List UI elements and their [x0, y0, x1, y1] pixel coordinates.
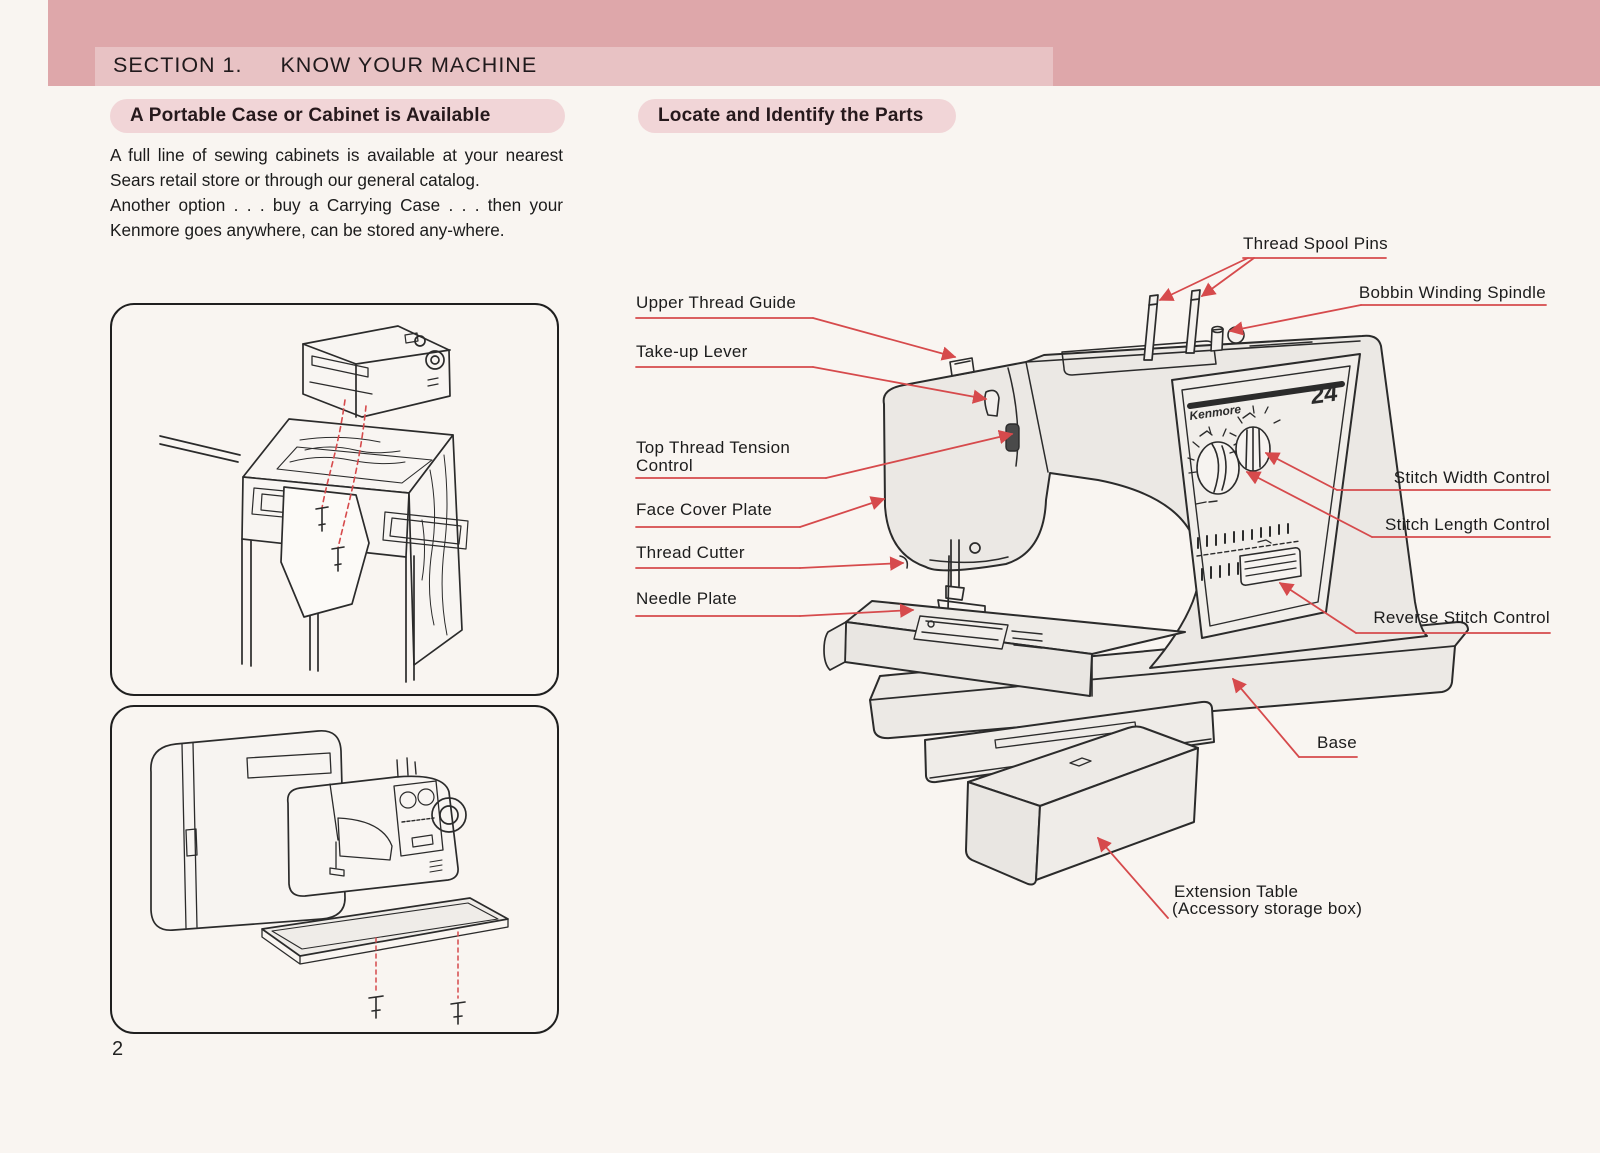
reverse-button: [1239, 539, 1302, 586]
paragraph-cabinets: A full line of sewing cabinets is availa…: [110, 145, 563, 190]
tension-control-part: [1005, 423, 1020, 452]
label-bobbin-winding-spindle: Bobbin Winding Spindle: [1358, 283, 1546, 302]
thread-spool-pins-part: [1143, 289, 1201, 361]
label-top-thread-tension-2: Control: [636, 456, 693, 475]
control-panel: [1171, 353, 1361, 639]
machine-bed: [845, 600, 1186, 655]
upper-thread-guide-part: [949, 357, 975, 377]
header-title-strip: [95, 47, 1053, 86]
label-stitch-width-control: Stitch Width Control: [1393, 468, 1550, 487]
paragraph-carrying-case: Another option . . . buy a Carrying Case…: [110, 195, 563, 240]
callout-lines: [635, 257, 1551, 919]
stitch-length-dial: [1187, 426, 1247, 505]
carrying-case-figure-box: [110, 705, 559, 1034]
label-top-thread-tension-1: Top Thread Tension: [636, 438, 791, 457]
needle-assembly: [899, 539, 986, 618]
cabinet-figure-box: [110, 303, 559, 696]
machine-bed-front: [844, 621, 1093, 697]
section-title: SECTION 1. KNOW YOUR MACHINE: [113, 53, 537, 78]
label-base: Base: [1317, 733, 1357, 752]
label-stitch-length-control: Stitch Length Control: [1384, 515, 1550, 534]
label-extension-table-1: Extension Table: [1174, 882, 1299, 901]
panel-brand: Kenmore: [1188, 402, 1242, 423]
label-reverse-stitch-control: Reverse Stitch Control: [1373, 608, 1550, 627]
stitch-chart: [1196, 523, 1301, 581]
base-plate-board: [924, 700, 1215, 784]
bobbin-winding-spindle-part: [1210, 325, 1245, 352]
section-name: KNOW YOUR MACHINE: [280, 53, 538, 77]
label-upper-thread-guide: Upper Thread Guide: [636, 293, 797, 312]
intro-copy: A full line of sewing cabinets is availa…: [110, 143, 563, 243]
stitch-width-dial: [1229, 405, 1281, 472]
label-take-up-lever: Take-up Lever: [636, 342, 748, 361]
label-face-cover-plate: Face Cover Plate: [636, 500, 773, 519]
take-up-lever-part: [984, 389, 1000, 417]
section-number: SECTION 1.: [113, 53, 243, 77]
extension-table-part: [965, 725, 1199, 886]
panel-model: 24: [1308, 379, 1339, 410]
label-extension-table-2: (Accessory storage box): [1172, 899, 1363, 918]
label-thread-spool-pins: Thread Spool Pins: [1243, 234, 1388, 253]
left-heading: A Portable Case or Cabinet is Available: [130, 105, 491, 126]
page-number: 2: [112, 1038, 124, 1060]
sewing-machine-diagram: Kenmore 24: [823, 289, 1469, 886]
label-needle-plate: Needle Plate: [636, 589, 737, 608]
label-thread-cutter: Thread Cutter: [636, 543, 745, 562]
right-heading: Locate and Identify the Parts: [658, 105, 924, 126]
machine-body: [882, 334, 1428, 669]
right-heading-pill: Locate and Identify the Parts: [638, 99, 956, 133]
machine-base: [869, 621, 1469, 740]
needle-plate-part: [913, 615, 1043, 650]
left-heading-pill: A Portable Case or Cabinet is Available: [110, 99, 565, 133]
